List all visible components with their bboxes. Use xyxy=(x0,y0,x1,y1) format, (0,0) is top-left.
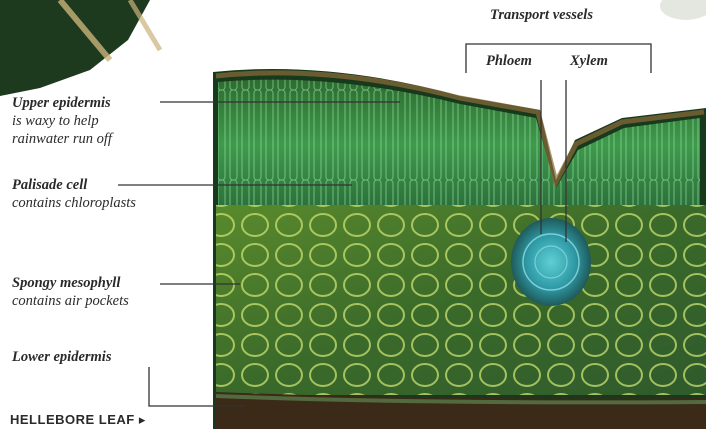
palisade-cell-label: Palisade cell contains chloroplasts xyxy=(12,176,136,212)
xylem-label: Xylem xyxy=(570,52,608,70)
phloem-label: Phloem xyxy=(486,52,532,70)
lower-epidermis-label: Lower epidermis xyxy=(12,348,111,366)
transport-vessels-label: Transport vessels xyxy=(490,6,593,24)
upper-epidermis-label: Upper epidermis is waxy to help rainwate… xyxy=(12,94,112,148)
corner-blob xyxy=(660,0,706,20)
footer-caption: HELLEBORE LEAF ▸ xyxy=(10,412,146,428)
spongy-mesophyll-label: Spongy mesophyll contains air pockets xyxy=(12,274,129,310)
micrograph xyxy=(213,69,706,429)
leaf-corner-decoration xyxy=(0,0,160,96)
